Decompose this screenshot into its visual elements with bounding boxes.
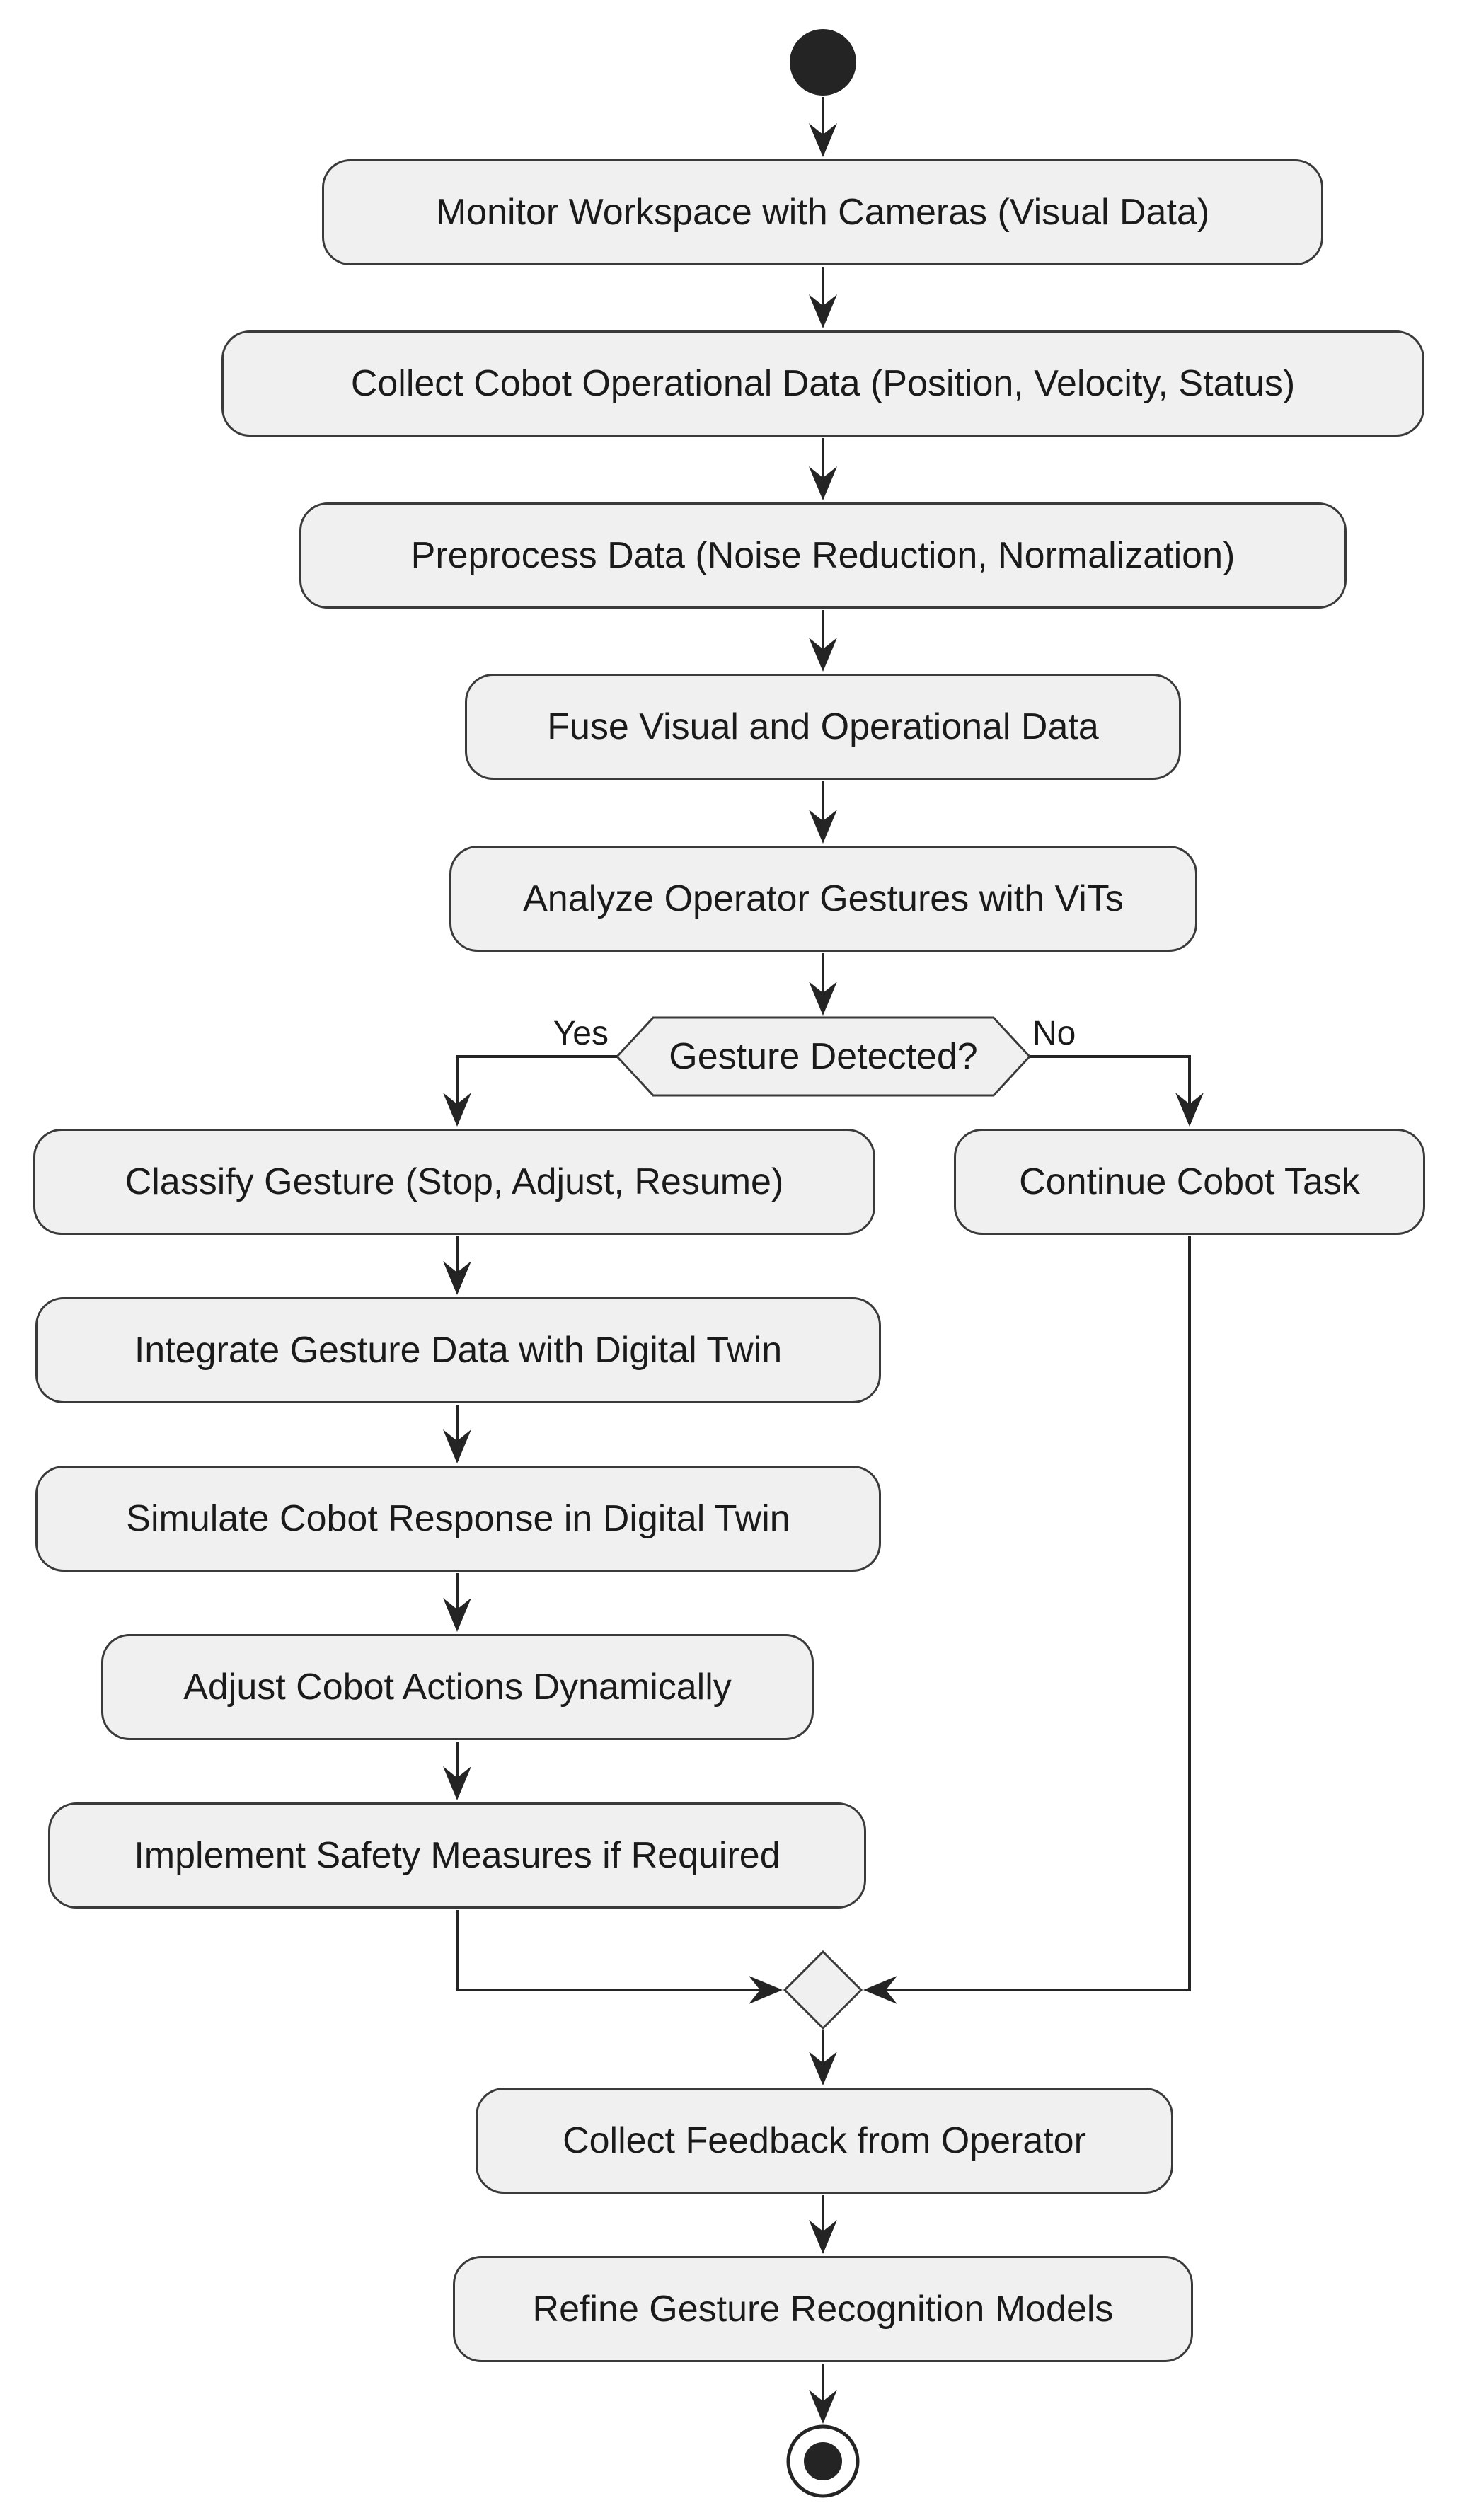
node-label: Integrate Gesture Data with Digital Twin xyxy=(134,1330,783,1371)
node-label: Analyze Operator Gestures with ViTs xyxy=(523,878,1124,919)
edge-safety-merge xyxy=(456,1910,783,2004)
node-label: Preprocess Data (Noise Reduction, Normal… xyxy=(410,535,1236,576)
edge-label-no: No xyxy=(1032,1015,1076,1052)
edge-label-yes: Yes xyxy=(553,1015,609,1052)
node-label: Continue Cobot Task xyxy=(1019,1161,1360,1202)
node-collect-feedback: Collect Feedback from Operator xyxy=(476,2088,1173,2194)
node-safety-measures: Implement Safety Measures if Required xyxy=(48,1802,866,1909)
node-label: Adjust Cobot Actions Dynamically xyxy=(183,1667,732,1708)
node-classify-gesture: Classify Gesture (Stop, Adjust, Resume) xyxy=(33,1129,875,1235)
node-integrate-digital-twin: Integrate Gesture Data with Digital Twin xyxy=(35,1297,881,1403)
node-simulate-response: Simulate Cobot Response in Digital Twin xyxy=(35,1466,881,1572)
merge-diamond xyxy=(783,1950,863,2030)
node-continue-cobot-task: Continue Cobot Task xyxy=(954,1129,1425,1235)
node-preprocess-data: Preprocess Data (Noise Reduction, Normal… xyxy=(299,502,1347,609)
node-collect-operational-data: Collect Cobot Operational Data (Position… xyxy=(221,330,1424,437)
node-monitor-workspace: Monitor Workspace with Cameras (Visual D… xyxy=(322,159,1323,265)
node-label: Simulate Cobot Response in Digital Twin xyxy=(126,1498,790,1539)
node-label: Implement Safety Measures if Required xyxy=(134,1835,781,1876)
edge-decision-yes xyxy=(443,1055,617,1127)
node-adjust-actions: Adjust Cobot Actions Dynamically xyxy=(101,1634,814,1740)
edge-continue-merge xyxy=(863,1236,1191,2004)
end-node-dot xyxy=(804,2442,842,2480)
node-label: Collect Cobot Operational Data (Position… xyxy=(350,363,1296,404)
node-label: Fuse Visual and Operational Data xyxy=(547,706,1099,747)
edge-decision-no xyxy=(1030,1055,1204,1127)
node-label: Classify Gesture (Stop, Adjust, Resume) xyxy=(125,1161,784,1202)
node-label: Gesture Detected? xyxy=(669,1036,978,1077)
node-label: Collect Feedback from Operator xyxy=(563,2120,1086,2161)
node-label: Refine Gesture Recognition Models xyxy=(532,2289,1114,2330)
node-fuse-data: Fuse Visual and Operational Data xyxy=(465,674,1181,780)
start-node xyxy=(790,29,856,96)
node-refine-models: Refine Gesture Recognition Models xyxy=(453,2256,1193,2362)
node-label: Monitor Workspace with Cameras (Visual D… xyxy=(435,192,1210,233)
decision-gesture-detected-label: Gesture Detected? xyxy=(617,1018,1030,1095)
node-analyze-gestures: Analyze Operator Gestures with ViTs xyxy=(449,846,1197,952)
